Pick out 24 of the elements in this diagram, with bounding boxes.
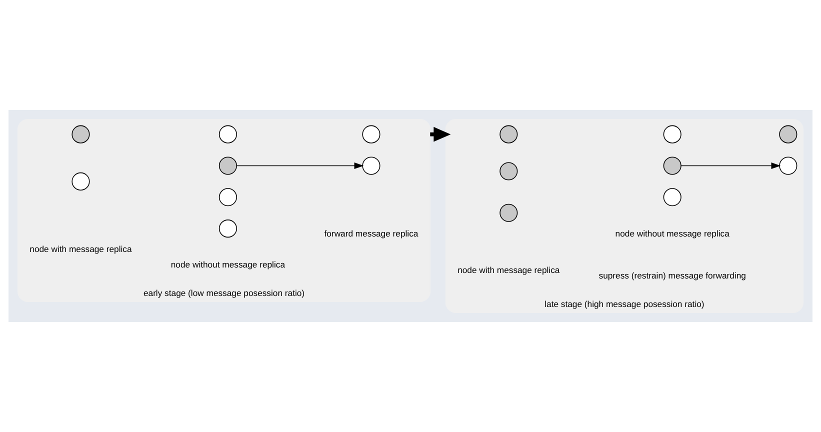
node-circle	[500, 162, 518, 180]
label: node without message replica	[170, 260, 285, 270]
node-circle	[218, 125, 237, 144]
node-circle	[218, 188, 237, 206]
node-circle	[779, 125, 798, 144]
node-circle	[218, 220, 237, 238]
arrow	[236, 162, 364, 170]
node-circle	[362, 156, 380, 175]
node-circle	[362, 125, 380, 144]
label: node without message replica	[615, 228, 730, 238]
arrow	[680, 162, 781, 170]
node-circle	[218, 156, 237, 175]
node-circle	[72, 125, 90, 144]
label: supress (restrain) message forwarding	[598, 270, 746, 281]
node-circle	[663, 188, 682, 206]
node-circle	[500, 204, 518, 222]
node-circle	[663, 156, 682, 175]
node-circle	[779, 156, 798, 175]
node-circle	[72, 172, 90, 190]
label: node with message replica	[30, 244, 132, 254]
node-circle	[500, 125, 518, 144]
label: node with message replica	[458, 265, 560, 276]
label: forward message replica	[324, 228, 418, 238]
node-circle	[663, 125, 682, 144]
